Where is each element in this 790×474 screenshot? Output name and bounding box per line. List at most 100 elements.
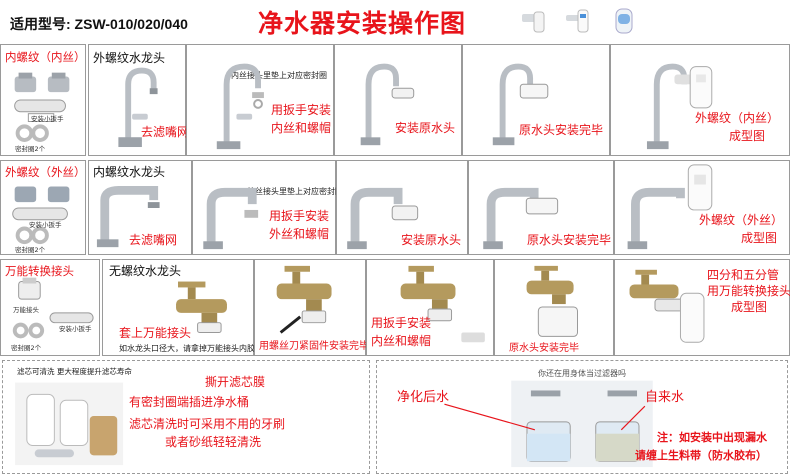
assembled-illustration [629, 269, 705, 343]
step-5-cell: 四分和五分管 用万能转换接头 成型图 [614, 259, 790, 356]
water-compare-cell: 你还在用身体当过滤器吗 净化后水 自来水 注：如安装中出现漏水 请缠上生料带（防… [376, 360, 788, 474]
tip-line-3: 滤芯清洗时可采用不用的牙刷 [129, 417, 286, 431]
product-thumb-2 [566, 9, 589, 33]
step-4-cell: 原水头安装完毕 [494, 259, 614, 356]
row-internal-thread: 内螺纹（内丝） 安装小扳手 密封圈2个 外螺纹水龙头 [0, 44, 790, 156]
wrench-part [14, 99, 66, 122]
step-3-cell: 安装原水头 [334, 44, 462, 156]
tip-line-2: 有密封圈端插进净水桶 [129, 395, 250, 409]
adapter-part [14, 186, 70, 203]
seal-rings [15, 226, 49, 245]
step-caption-line-1: 用扳手安装 [271, 103, 332, 117]
row-label: 万能转换接头 [5, 264, 74, 278]
step-3-cell: 安装原水头 [336, 160, 468, 255]
step-2-cell: 内丝接头里垫上对应密封圈 用扳手安装 内丝和螺帽 [186, 44, 334, 156]
step-caption: 原水头安装完毕 [527, 233, 612, 247]
step-caption-line-1: 外螺纹（外丝） [699, 213, 784, 227]
faucet-illustration [203, 187, 259, 250]
step-caption: 用螺丝刀紧固件安装完毕 [259, 341, 369, 352]
wrench-part [49, 312, 94, 324]
step-caption-line-2: 成型图 [741, 231, 778, 245]
seal-tag: 密封圈2个 [15, 246, 46, 254]
seal-rings [15, 124, 49, 142]
row-external-thread: 外螺纹（外丝） 安装小扳手 密封圈2个 内螺纹水龙头 去滤嘴网 外丝接头里垫 [0, 160, 790, 255]
photo-note: 滤芯可清洗 更大程度提升滤芯寿命 [17, 367, 132, 376]
step-caption-line-1: 四分和五分管 [707, 268, 780, 282]
step-2-cell: 用螺丝刀紧固件安装完毕 [254, 259, 369, 356]
filter-cleaning-cell: 滤芯可清洗 更大程度提升滤芯寿命 撕开滤芯膜 有密封圈端插进净水桶 滤芯清洗时可… [2, 360, 370, 474]
wrench-tag: 安装小扳手 [59, 325, 92, 333]
parts-illustration [12, 186, 70, 245]
step-caption-line-2: 内丝和螺帽 [371, 334, 432, 348]
step-caption-line-3: 成型图 [731, 300, 768, 314]
product-thumbnails [522, 8, 633, 34]
step-2-cell: 外丝接头里垫上对应密封圈 用扳手安装 外丝和螺帽 [192, 160, 343, 255]
step-caption: 原水头安装完毕 [519, 123, 604, 137]
seal-rings [12, 322, 45, 339]
row-label: 内螺纹（内丝） [5, 50, 86, 64]
tap-water-label: 自来水 [645, 390, 685, 405]
step-note: 内丝接头里垫上对应密封圈 [231, 71, 327, 80]
model-number: 适用型号: ZSW-010/020/040 [10, 16, 188, 32]
row-filter-tips: 滤芯可清洗 更大程度提升滤芯寿命 撕开滤芯膜 有密封圈端插进净水桶 滤芯清洗时可… [0, 360, 790, 474]
step-caption-line-2: 内丝和螺帽 [271, 121, 332, 135]
brass-faucet-illustration [276, 265, 332, 334]
faucet-illustration [483, 187, 559, 250]
step-caption: 安装原水头 [395, 121, 456, 135]
wrench-part [12, 207, 68, 221]
step-caption: 套上万能接头 [119, 326, 192, 340]
header: 适用型号: ZSW-010/020/040 净水器安装操作图 [0, 0, 790, 42]
row-label: 外螺纹（外丝） [5, 165, 86, 179]
page-title: 净水器安装操作图 [258, 9, 467, 38]
step-5-cell: 外螺纹（外丝） 成型图 [614, 160, 790, 255]
brass-faucet-illustration [400, 265, 485, 343]
wrench-tag: 安装小扳手 [31, 115, 64, 123]
step-caption-line-1: 外螺纹（内丝） [695, 111, 780, 125]
seal-tag: 密封圈2个 [11, 344, 42, 352]
leak-warning-line-1: 注：如安装中出现漏水 [657, 431, 767, 444]
purified-water-label: 净化后水 [397, 390, 450, 405]
step-heading: 内螺纹水龙头 [93, 165, 166, 179]
universal-adapter-part [18, 277, 41, 300]
step-1-cell: 无螺纹水龙头 套上万能接头 如水龙头口径大，请拿掉万能接头内胶 [102, 259, 255, 356]
step-4-cell: 原水头安装完毕 [468, 160, 614, 255]
step-caption: 去滤嘴网 [141, 125, 190, 139]
compare-heading: 你还在用身体当过滤器吗 [538, 369, 626, 378]
brass-faucet-illustration [526, 265, 578, 337]
step-5-cell: 外螺纹（内丝） 成型图 [610, 44, 790, 156]
parts-cell-2: 外螺纹（外丝） 安装小扳手 密封圈2个 [0, 160, 86, 255]
leak-warning-line-2: 请缠上生料带（防水胶布） [635, 449, 767, 462]
step-caption: 安装原水头 [401, 233, 462, 247]
step-caption-line-1: 用扳手安装 [371, 316, 432, 330]
step-caption: 原水头安装完毕 [509, 343, 579, 354]
parts-illustration [12, 277, 94, 339]
step-heading: 外螺纹水龙头 [93, 51, 166, 65]
tip-line-1: 撕开滤芯膜 [204, 375, 265, 389]
assembled-illustration [646, 63, 713, 150]
assembled-illustration [627, 164, 713, 250]
step-heading: 无螺纹水龙头 [109, 264, 182, 278]
product-thumb-3 [615, 8, 633, 34]
step-4-cell: 原水头安装完毕 [462, 44, 610, 156]
tip-line-4: 或者砂纸轻轻清洗 [165, 435, 262, 449]
step-caption-line-2: 成型图 [729, 129, 766, 143]
adapter-tag: 万能接头 [13, 306, 39, 314]
faucet-illustration [118, 67, 158, 148]
brass-faucet-illustration [176, 281, 227, 333]
faucet-illustration [216, 63, 264, 150]
parts-illustration [14, 72, 70, 142]
step-1-cell: 内螺纹水龙头 去滤嘴网 [88, 160, 192, 255]
step-caption-line-1: 用扳手安装 [269, 209, 330, 223]
step-caption-line-2: 外丝和螺帽 [269, 227, 330, 241]
step-1-cell: 外螺纹水龙头 去滤嘴网 [88, 44, 190, 156]
parts-cell-1: 内螺纹（内丝） 安装小扳手 密封圈2个 [0, 44, 86, 156]
parts-cell-3: 万能转换接头 万能接头 安装小扳手 密封圈2个 [0, 259, 100, 356]
step-3-cell: 用扳手安装 内丝和螺帽 [366, 259, 494, 356]
step-caption: 去滤嘴网 [129, 233, 178, 247]
faucet-illustration [360, 63, 415, 146]
faucet-illustration [347, 187, 419, 250]
adapter-part [14, 72, 70, 93]
seal-tag: 密封圈2个 [15, 145, 46, 153]
wrench-tag: 安装小扳手 [29, 221, 62, 229]
step-caption-line-2: 用万能转换接头 [707, 284, 790, 298]
